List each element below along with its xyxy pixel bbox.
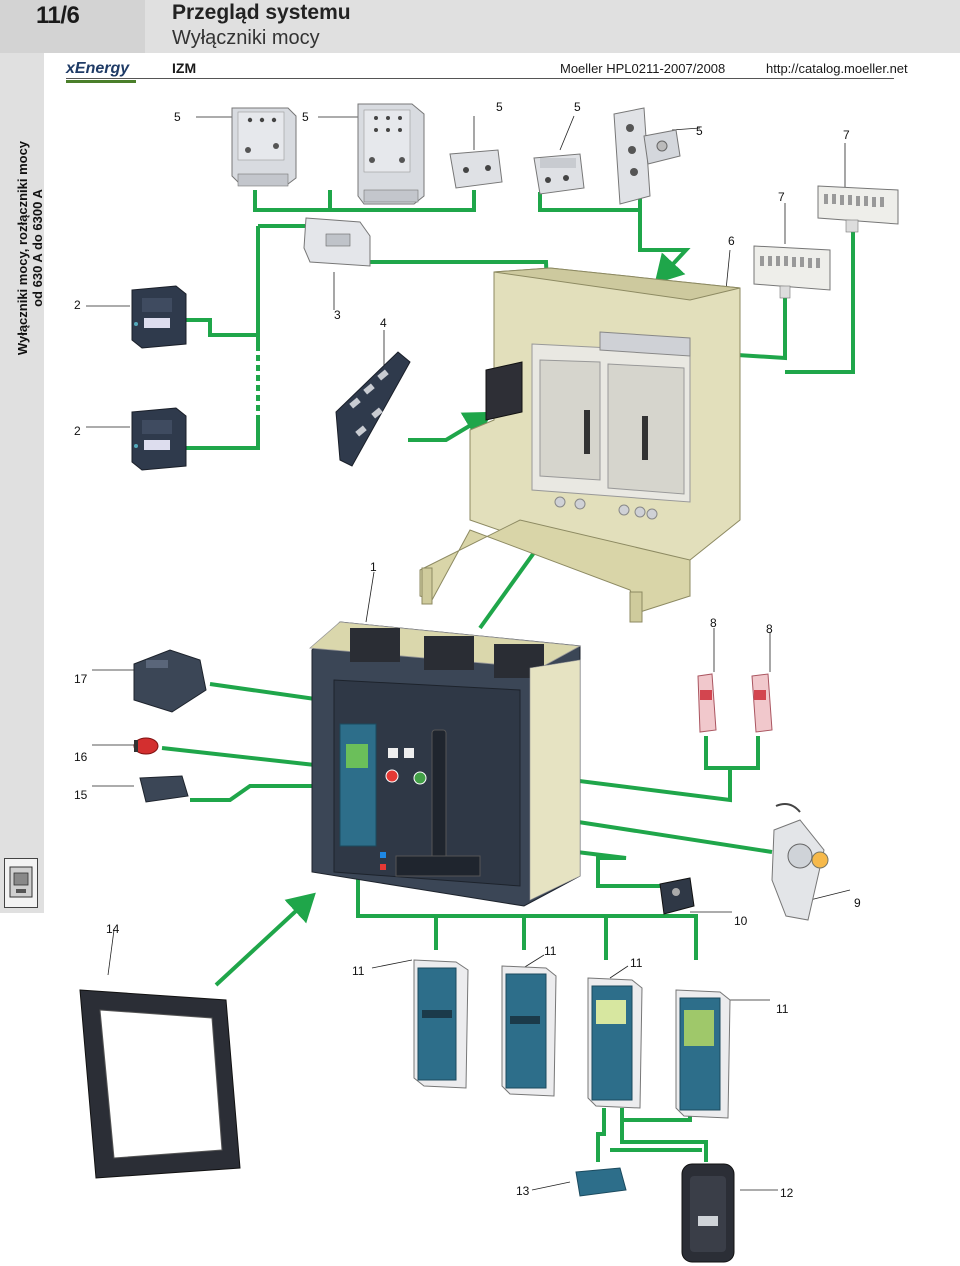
callout-11-d: 11 [776,1002,789,1016]
callout-2-a: 2 [74,298,81,312]
trip-unit-11d [675,989,731,1119]
callout-11-a: 11 [352,964,365,978]
header-band [0,0,960,53]
callout-14: 14 [106,922,120,936]
auxiliary-contact-8b [751,673,773,733]
trip-unit-11c [587,977,643,1109]
callout-15: 15 [74,788,88,802]
callout-13: 13 [516,1184,530,1198]
relay-module-2a [131,285,187,349]
trip-unit-11b [501,965,557,1097]
shutter-plate-4 [335,351,411,467]
callout-2-b: 2 [74,424,81,438]
accessory-terminal-5c [449,149,503,189]
callout-3: 3 [334,308,341,322]
callout-11-c: 11 [630,956,643,970]
withdrawable-cradle [419,267,741,623]
callout-4: 4 [380,316,387,330]
callout-5-c: 5 [496,100,503,114]
door-sealing-frame-14 [79,989,241,1179]
callout-17: 17 [74,672,88,686]
emergency-stop-button-16 [133,737,159,755]
relay-module-2b [131,407,187,471]
cover-module-15 [139,775,189,803]
page-number-box: 11/6 [0,0,145,53]
accessory-terminal-block-7a [753,245,831,299]
callout-5-e: 5 [696,124,703,138]
callout-1: 1 [370,560,377,574]
callout-5-a: 5 [174,110,181,124]
motor-operator-17 [133,649,207,713]
callout-11-b: 11 [544,944,557,958]
handheld-display-12 [681,1163,735,1263]
circuit-breaker-body [309,621,582,907]
interface-module-3 [303,217,371,267]
callout-10: 10 [734,914,748,928]
accessory-terminal-5e [613,107,681,205]
callout-9: 9 [854,896,861,910]
callout-7-a: 7 [843,128,850,142]
callout-16: 16 [74,750,88,764]
callout-8-a: 8 [710,616,717,630]
callout-8-b: 8 [766,622,773,636]
callout-5-b: 5 [302,110,309,124]
callout-5-d: 5 [574,100,581,114]
auxiliary-contact-8a [697,673,717,733]
accessory-terminal-block-7b [817,185,899,233]
key-lock-10 [659,877,695,915]
accessory-terminal-5a [231,107,297,187]
brand-text: xEnergy [66,60,130,77]
subheader-rule [66,78,894,79]
callout-6: 6 [728,234,735,248]
series-label: IZM [172,60,197,76]
test-device-13 [575,1167,627,1197]
trip-unit-11a [413,959,469,1089]
page-title: Przegląd systemu [172,1,351,24]
accessory-terminal-5d [533,153,585,195]
page-number: 11/6 [36,2,80,29]
catalog-url[interactable]: http://catalog.moeller.net [766,61,908,76]
brand-logo: xEnergy [66,60,129,78]
mechanical-interlock-9 [771,803,829,921]
callout-12: 12 [780,1186,794,1200]
brand-underline [66,80,136,83]
breaker-thumbnail-icon [4,858,38,908]
catalog-reference: Moeller HPL0211-2007/2008 [560,61,726,76]
sidebar: Wyłączniki mocy, rozłączniki mocy od 630… [0,53,45,913]
accessory-terminal-5b [357,103,425,205]
page-subtitle: Wyłączniki mocy [172,27,320,49]
callout-7-b: 7 [778,190,785,204]
